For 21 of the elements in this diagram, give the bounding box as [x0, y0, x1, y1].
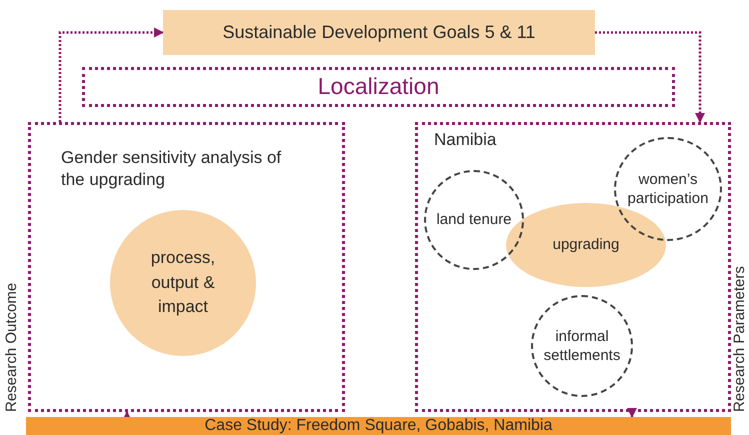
dashed-circle [531, 295, 633, 397]
node-label: upgrading [552, 235, 620, 255]
dotted-arrow [595, 31, 705, 123]
dotted-panel [415, 122, 731, 412]
node-label: informal settlements [542, 326, 622, 366]
node-label: land tenure [436, 210, 512, 230]
dotted-panel [28, 122, 345, 412]
node-label: Sustainable Development Goals 5 & 11 [222, 20, 536, 44]
dotted-arrow [627, 408, 637, 418]
dotted-arrow [58, 28, 164, 122]
node-label: Localization [318, 72, 440, 102]
node-label: women’s participation [626, 170, 710, 208]
region-heading: Namibia [434, 129, 496, 151]
case-study-bar [26, 417, 731, 435]
side-label: Research Parameters [731, 266, 748, 412]
side-label: Research Outcome [3, 282, 20, 412]
node-label: process, output & impact [150, 247, 216, 318]
dotted-box [82, 67, 675, 107]
node-label: Case Study: Freedom Square, Gobabis, Namibia [204, 416, 552, 435]
goal-box [163, 10, 595, 55]
node-label: Gender sensitivity analysis of the upgrading [61, 147, 282, 192]
